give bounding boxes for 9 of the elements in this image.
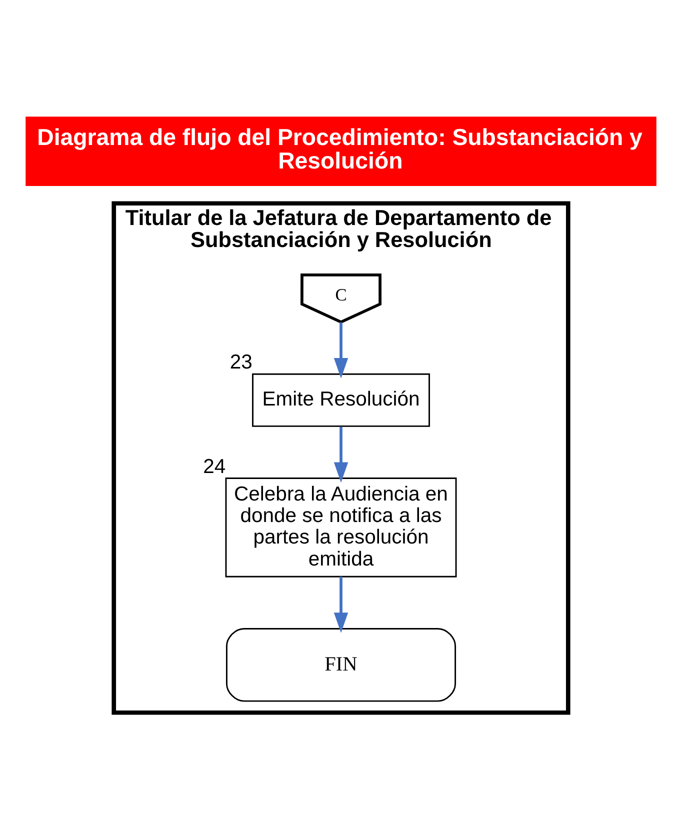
node-box: Emite Resolución: [252, 372, 430, 426]
node-label: 24: [203, 455, 226, 478]
node-box: FIN: [226, 628, 456, 702]
arrow: [334, 426, 348, 482]
node-label: 23: [230, 351, 252, 374]
node-box: Celebra la Audiencia en donde se notifica a las partes la resolución emitida: [225, 477, 457, 577]
arrow: [334, 576, 348, 632]
arrow: [334, 322, 348, 378]
diagram-title: Diagrama de flujo del Procedimiento: Substanciación y Resolución: [37, 124, 642, 173]
